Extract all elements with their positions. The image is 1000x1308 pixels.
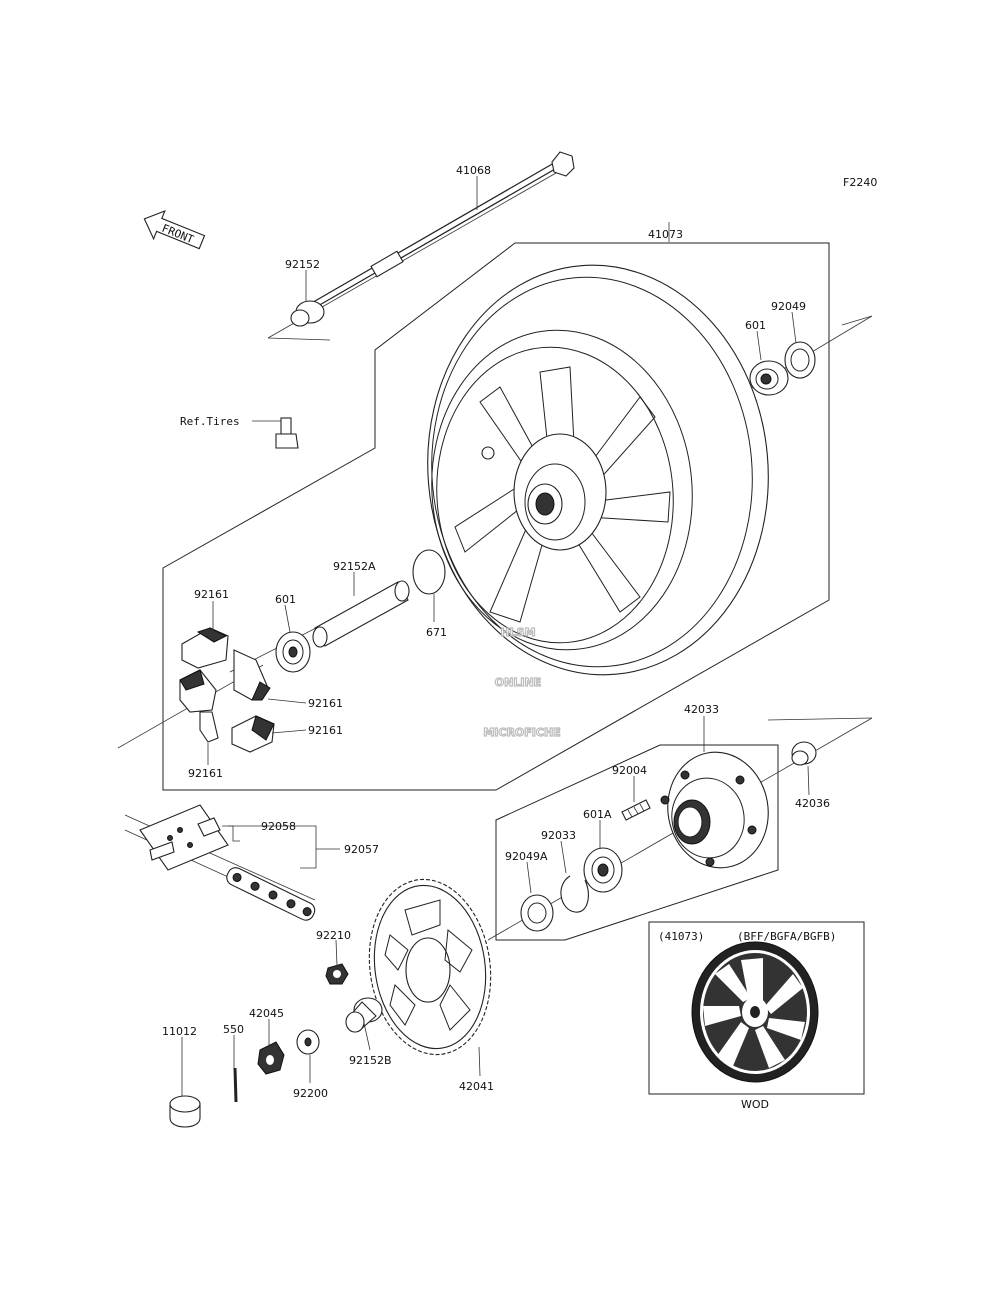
callout-92161-b: 92161	[308, 697, 343, 710]
nut-92210-part	[325, 963, 349, 985]
tire-valve-part	[275, 417, 299, 449]
callout-601A: 601A	[583, 808, 612, 821]
callout-92152: 92152	[285, 258, 320, 271]
front-arrow-icon: FRONT	[143, 210, 206, 250]
leader-lines	[181, 176, 810, 1096]
seal-92049-part	[784, 341, 816, 379]
inset-caption: WOD	[741, 1098, 769, 1111]
watermark-line3: MICROFICHE	[483, 726, 560, 739]
callout-92057: 92057	[344, 843, 379, 856]
callout-92161-c: 92161	[308, 724, 343, 737]
chain-92057-part	[139, 804, 316, 921]
collar-42036-part	[791, 741, 817, 766]
callout-92058: 92058	[261, 820, 296, 833]
wod-wheel-inset: (41073) (BFF/BGFA/BGFB) WOD	[648, 921, 865, 1111]
collar-92152-part	[290, 300, 325, 327]
sprocket-hub-42033-part	[660, 751, 769, 869]
collar-92152B-part	[345, 997, 383, 1033]
hub-assembly-outline	[495, 744, 779, 941]
watermark-line1: HLSM	[500, 626, 535, 639]
inset-header-right: (BFF/BGFA/BGFB)	[737, 930, 836, 943]
damper-92161-parts	[179, 627, 275, 753]
callout-42036: 42036	[795, 797, 830, 810]
figure-code: F2240	[843, 176, 877, 189]
ref-tires-label: Ref.Tires	[180, 415, 240, 428]
rear-sprocket-42041-part	[368, 878, 492, 1056]
washer-92200-part	[296, 1029, 320, 1055]
o-ring-671-part	[412, 549, 446, 595]
callout-92161-a: 92161	[194, 588, 229, 601]
callout-92161-d: 92161	[188, 767, 223, 780]
callout-601-top: 601	[745, 319, 766, 332]
collar-92152A-part	[312, 580, 410, 648]
callout-42033: 42033	[684, 703, 719, 716]
callout-92049: 92049	[771, 300, 806, 313]
callout-41073: 41073	[648, 228, 683, 241]
bearing-601-top-part	[749, 360, 789, 396]
callout-92152B: 92152B	[349, 1054, 392, 1067]
circlip-92033-part	[560, 875, 589, 913]
callout-92033: 92033	[541, 829, 576, 842]
callout-92200: 92200	[293, 1087, 328, 1100]
watermark-line2: ONLINE	[495, 676, 541, 689]
axle-part	[296, 151, 575, 317]
rear-wheel-rim-part	[427, 264, 769, 676]
inset-header-left: (41073)	[658, 930, 704, 943]
bearing-601-left-part	[275, 631, 311, 673]
wheel-assembly-outline	[162, 242, 830, 791]
callout-92152A: 92152A	[333, 560, 376, 573]
callout-41068: 41068	[456, 164, 491, 177]
callout-671: 671	[426, 626, 447, 639]
callout-601-left: 601	[275, 593, 296, 606]
cap-11012-part	[169, 1095, 201, 1128]
callout-labels: 41068 41073 92152 92049 601 92152A 92161…	[162, 164, 830, 1100]
cotter-pin-550-part	[233, 1067, 238, 1103]
callout-550: 550	[223, 1023, 244, 1036]
callout-11012: 11012	[162, 1025, 197, 1038]
watermark: HLSM ONLINE MICROFICHE	[483, 625, 562, 739]
callout-92210: 92210	[316, 929, 351, 942]
callout-42045: 42045	[249, 1007, 284, 1020]
stud-92004-part	[621, 799, 651, 821]
seal-92049A-part	[520, 894, 554, 932]
callout-92049A: 92049A	[505, 850, 548, 863]
callout-42041: 42041	[459, 1080, 494, 1093]
nut-42045-part	[257, 1041, 285, 1075]
bearing-601A-part	[583, 847, 623, 893]
callout-92004: 92004	[612, 764, 647, 777]
